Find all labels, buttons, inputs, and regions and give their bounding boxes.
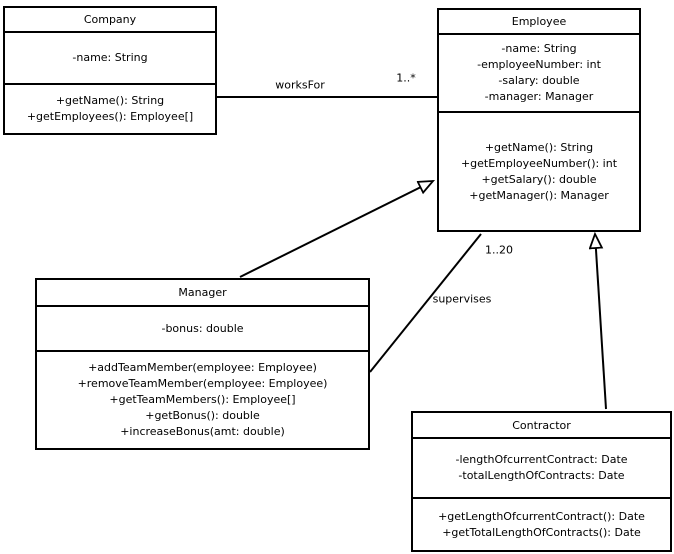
edge-multiplicity-supervises: 1..20	[485, 243, 513, 257]
attribute-line: -lengthOfcurrentContract: Date	[455, 453, 628, 466]
class-manager-methods: +addTeamMember(employee: Employee) +remo…	[37, 352, 368, 448]
edge-supervises[interactable]	[369, 233, 482, 373]
class-employee[interactable]: Employee -name: String -employeeNumber: …	[437, 8, 641, 232]
attribute-line: -bonus: double	[161, 321, 244, 335]
edge-contractor-generalization-arrow[interactable]	[595, 234, 607, 410]
class-contractor-methods: +getLengthOfcurrentContract(): Date +get…	[413, 499, 670, 550]
class-contractor[interactable]: Contractor -lengthOfcurrentContract: Dat…	[411, 411, 672, 552]
method-line: +increaseBonus(amt: double)	[120, 425, 285, 438]
attribute-line: -name: String	[501, 42, 577, 55]
method-line: +getName(): String	[55, 94, 165, 107]
attribute-line: -manager: Manager	[484, 90, 594, 103]
class-company-attributes: -name: String	[5, 33, 215, 85]
class-manager[interactable]: Manager -bonus: double +addTeamMember(em…	[35, 278, 370, 450]
method-line: +getLengthOfcurrentContract(): Date	[438, 509, 645, 523]
method-line: +getTeamMembers(): Employee[]	[109, 393, 296, 406]
attribute-line: -totalLengthOfContracts: Date	[458, 469, 625, 482]
method-line: +getEmployeeNumber(): int	[460, 156, 618, 170]
edge-manager-generalization-arrow[interactable]	[239, 181, 433, 278]
class-manager-title: Manager	[37, 280, 368, 307]
class-employee-title: Employee	[439, 10, 639, 35]
method-line: +removeTeamMember(employee: Employee)	[77, 377, 328, 390]
class-manager-attributes: -bonus: double	[37, 307, 368, 352]
edge-label-works-for: worksFor	[275, 78, 325, 92]
method-line: +getTotalLengthOfContracts(): Date	[442, 525, 641, 539]
method-line: +getManager(): Manager	[469, 188, 609, 202]
class-contractor-title: Contractor	[413, 413, 670, 439]
method-line: +getSalary(): double	[481, 172, 597, 186]
edge-label-supervises: supervises	[432, 292, 492, 306]
class-contractor-attributes: -lengthOfcurrentContract: Date -totalLen…	[413, 439, 670, 499]
class-company[interactable]: Company -name: String +getName(): String…	[3, 6, 217, 135]
method-line: +getBonus(): double	[145, 409, 260, 422]
edge-multiplicity-works-for: 1..*	[396, 71, 416, 85]
class-employee-methods: +getName(): String +getEmployeeNumber():…	[439, 113, 639, 230]
attribute-line: -employeeNumber: int	[477, 58, 601, 71]
attribute-line: -name: String	[72, 51, 148, 64]
class-employee-attributes: -name: String -employeeNumber: int -sala…	[439, 35, 639, 113]
attribute-line: -salary: double	[498, 74, 580, 87]
class-company-methods: +getName(): String +getEmployees(): Empl…	[5, 85, 215, 133]
method-line: +getEmployees(): Employee[]	[26, 110, 194, 123]
class-company-title: Company	[5, 8, 215, 33]
method-line: +addTeamMember(employee: Employee)	[88, 361, 317, 374]
method-line: +getName(): String	[484, 140, 594, 154]
